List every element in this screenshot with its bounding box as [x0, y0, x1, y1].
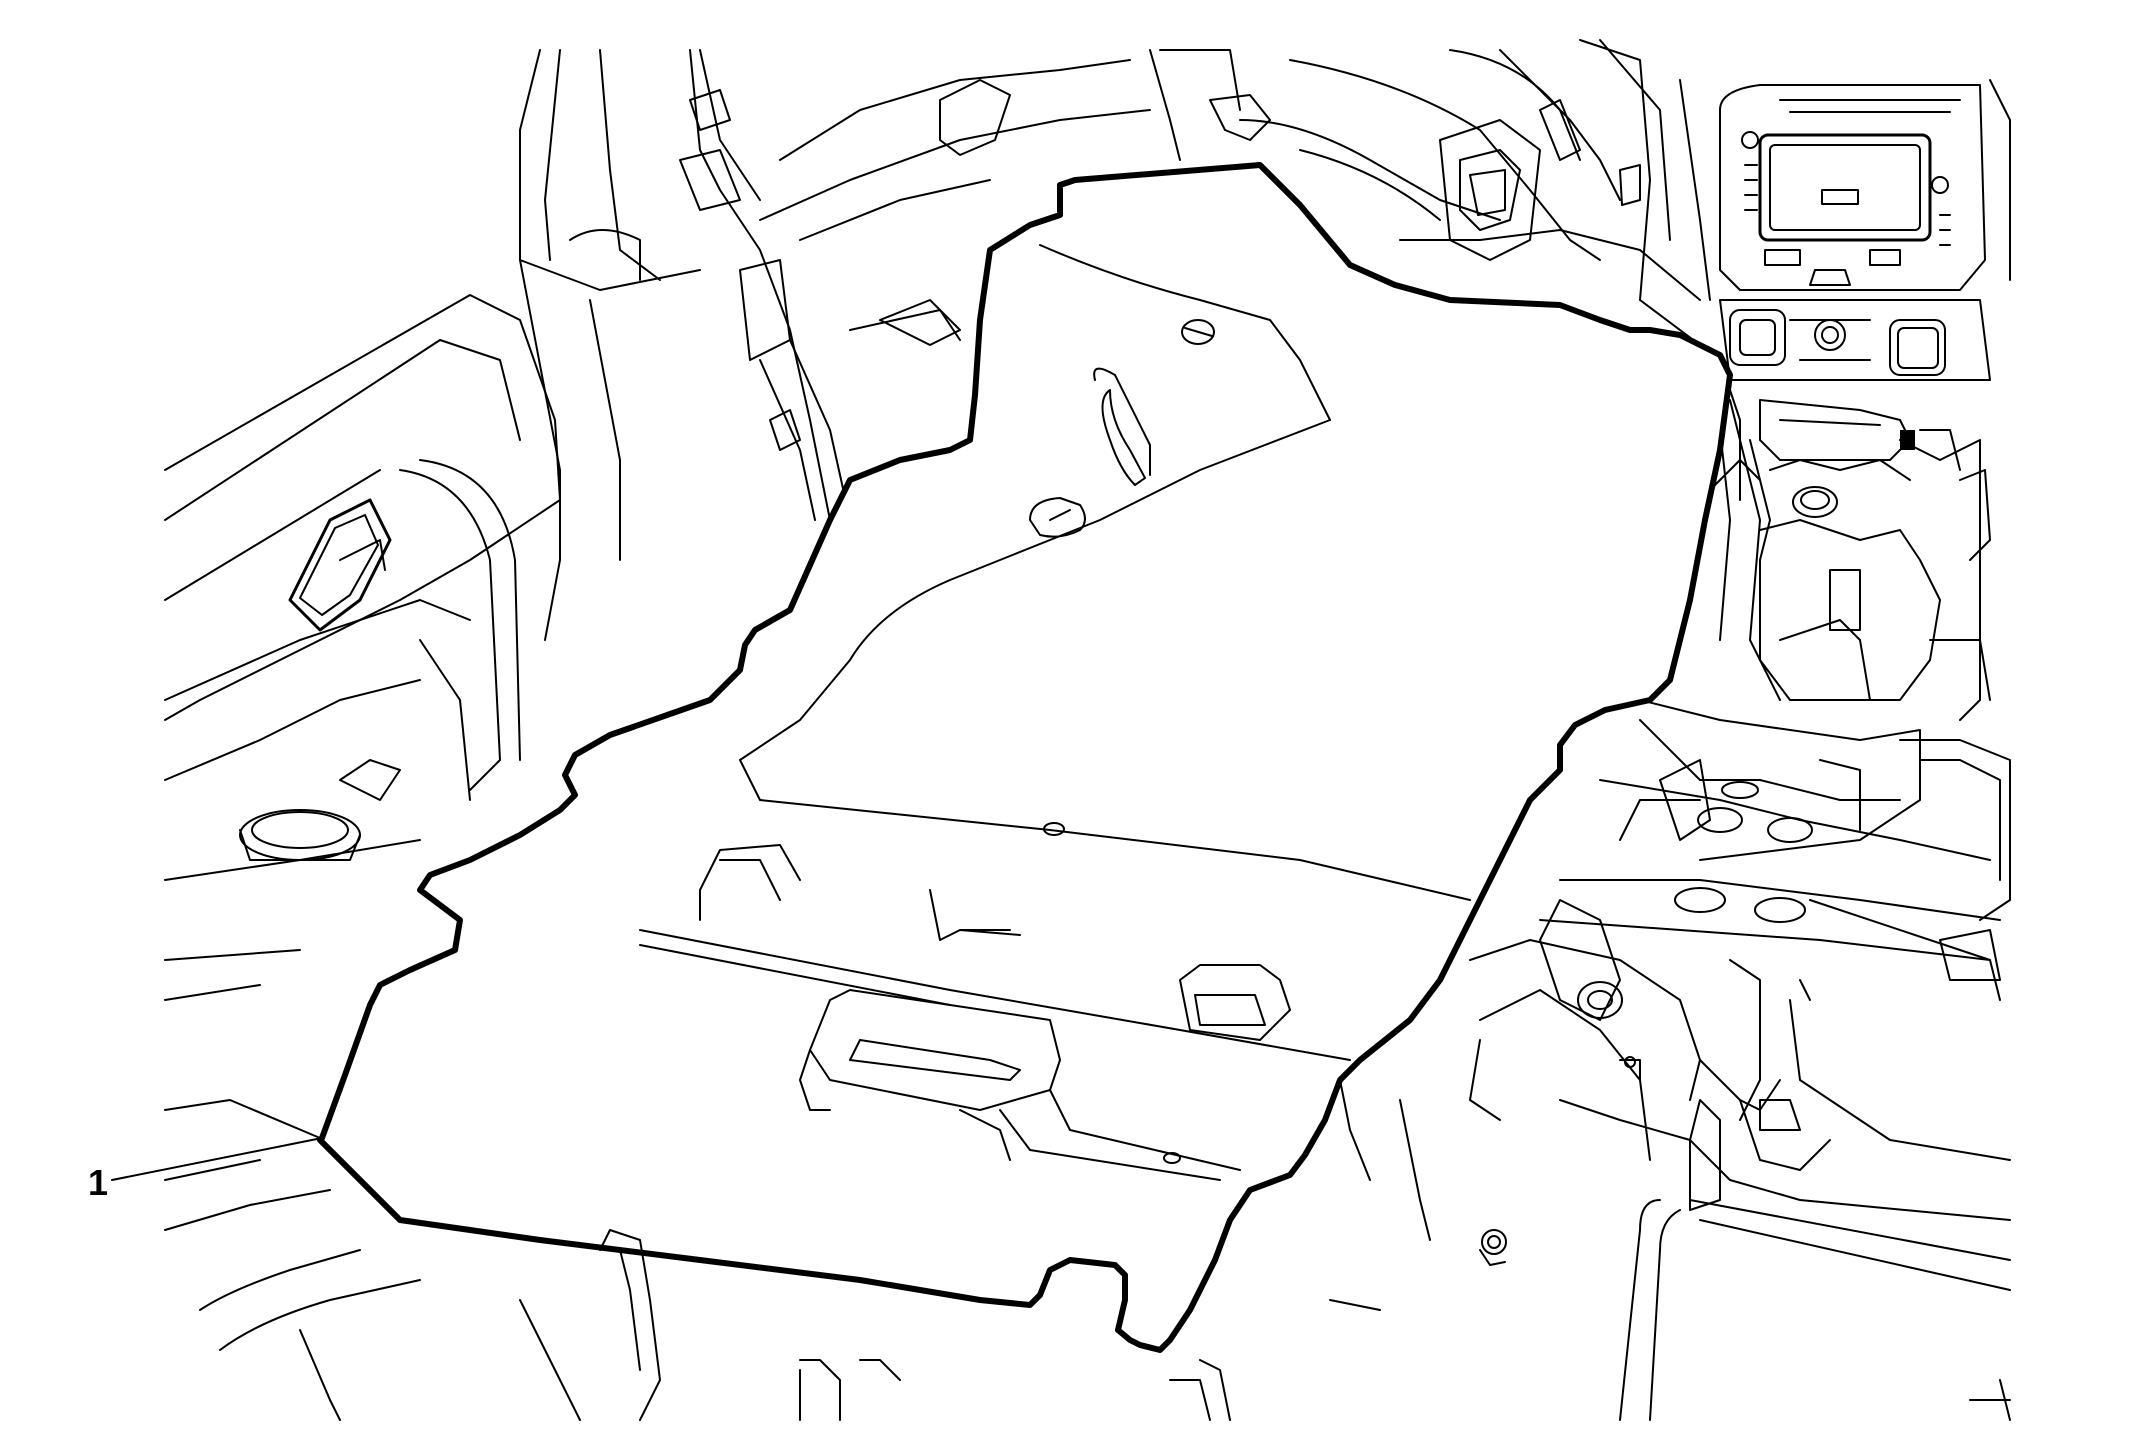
floor-carpet-mat [317, 162, 1733, 1353]
cup-holder [239, 809, 361, 861]
radio-bezel [1719, 84, 1986, 291]
console-structure [1469, 399, 2001, 1211]
left-door-panel [164, 294, 561, 1001]
door-handle-outline [288, 498, 392, 632]
callout-1-label: 1 [88, 1162, 109, 1203]
front-interior [759, 39, 1741, 641]
climate-panel [1719, 299, 1991, 381]
interior-door-handle [939, 79, 1011, 156]
window-switch [339, 759, 401, 801]
mat-slot-left [1101, 389, 1146, 486]
right-floor [1479, 739, 2011, 1421]
center-stack [1719, 79, 2011, 381]
b-pillar-seatbelt [519, 49, 851, 641]
radio-screen [1758, 133, 1932, 242]
rear-floor [164, 1079, 1431, 1421]
callout-1-leader [111, 1137, 323, 1181]
